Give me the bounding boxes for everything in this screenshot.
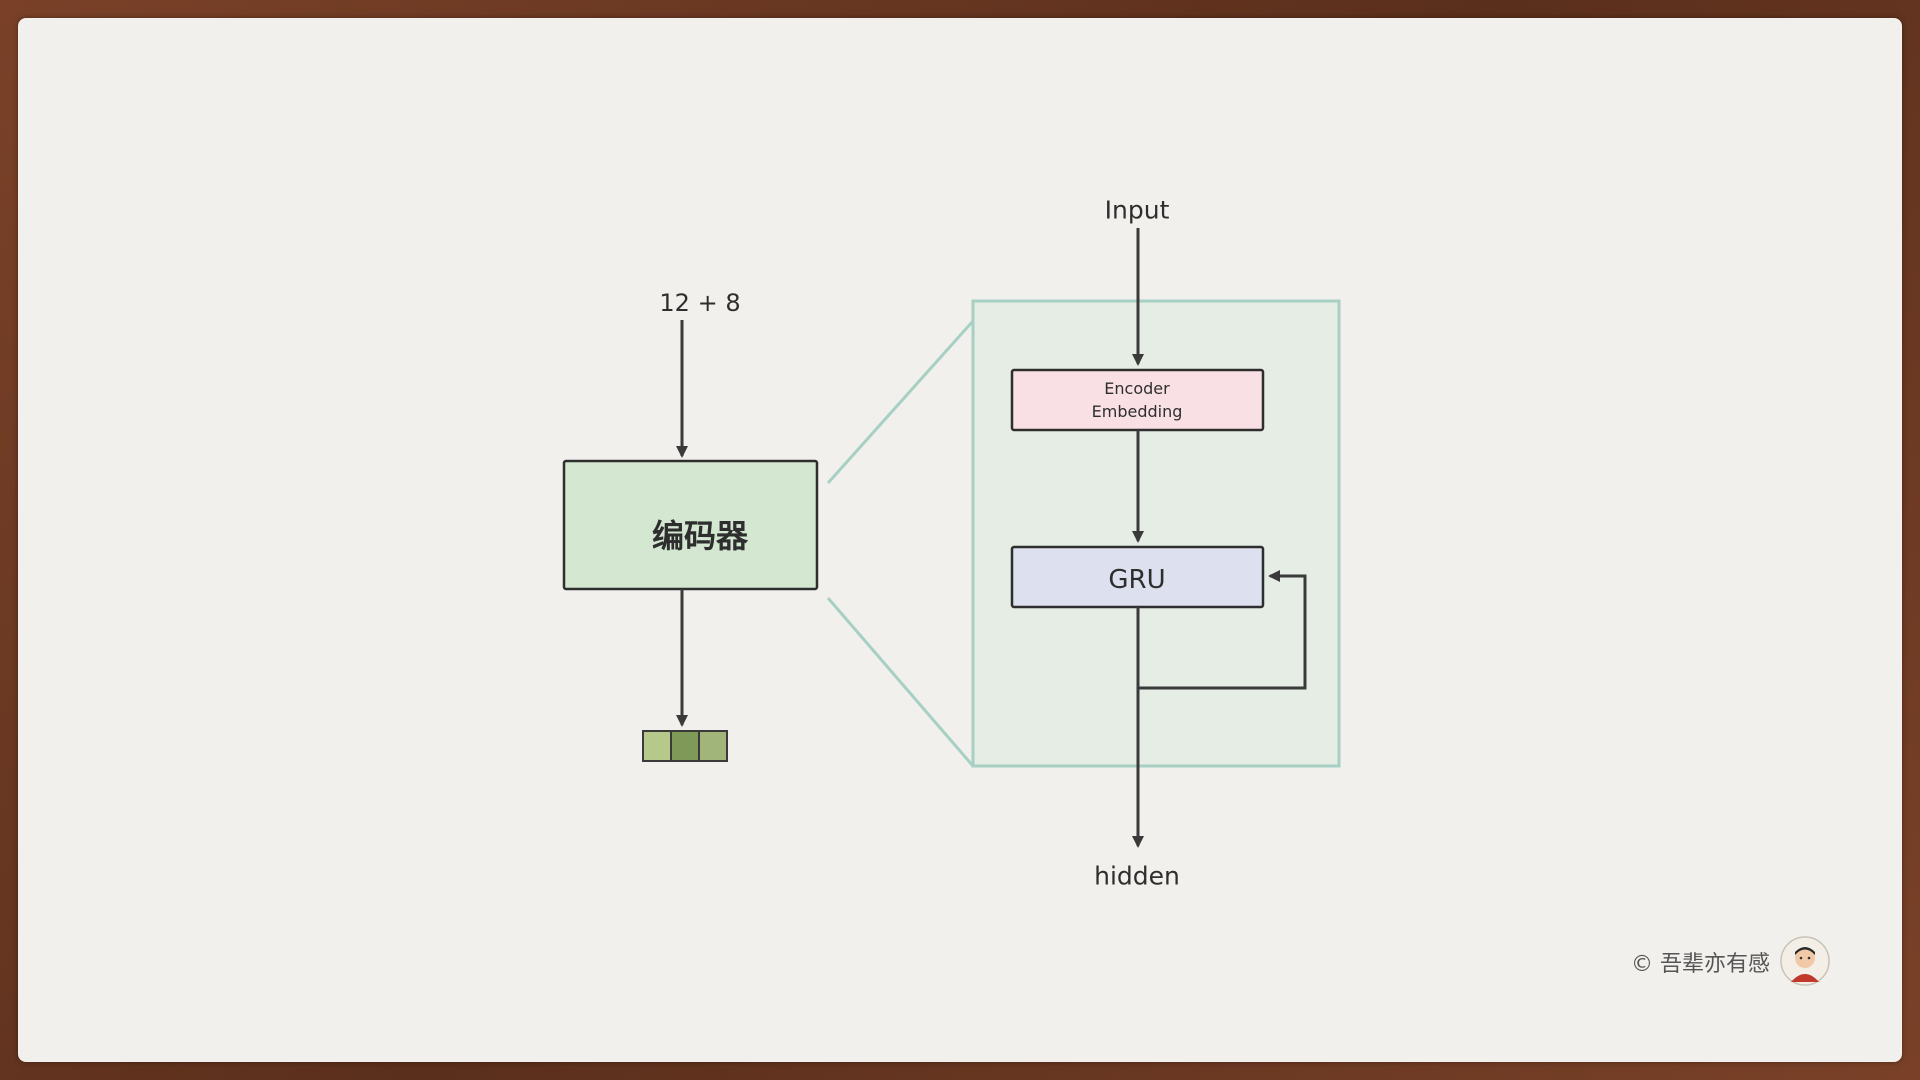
vector-cell-3 <box>698 730 728 762</box>
encoder-box <box>562 459 819 591</box>
paper-canvas: Input 12 + 8 编码器 Encoder Embedding GRU h… <box>18 18 1902 1062</box>
zoom-connector-bottom <box>826 597 975 767</box>
watermark-text: © 吾辈亦有感 <box>1631 952 1770 977</box>
vector-cell-2 <box>670 730 700 762</box>
encoder-label: 编码器 <box>651 517 749 555</box>
embedding-label-line2: Embedding <box>1091 402 1183 421</box>
vector-cell-1 <box>642 730 672 762</box>
encoder-input-label: 12 + 8 <box>659 289 741 317</box>
embedding-label-line1: Encoder <box>1104 379 1170 398</box>
gru-recurrent-loop <box>1138 570 1307 690</box>
gru-label: GRU <box>1108 565 1166 595</box>
embedding-label: Encoder Embedding <box>1092 377 1183 423</box>
zoom-connector-top <box>826 319 975 485</box>
diagram-canvas <box>562 228 1341 848</box>
hidden-label: hidden <box>1094 861 1180 891</box>
input-label: Input <box>1104 195 1170 225</box>
encoder-output-vector <box>642 730 728 762</box>
avatar-icon <box>1780 936 1830 986</box>
